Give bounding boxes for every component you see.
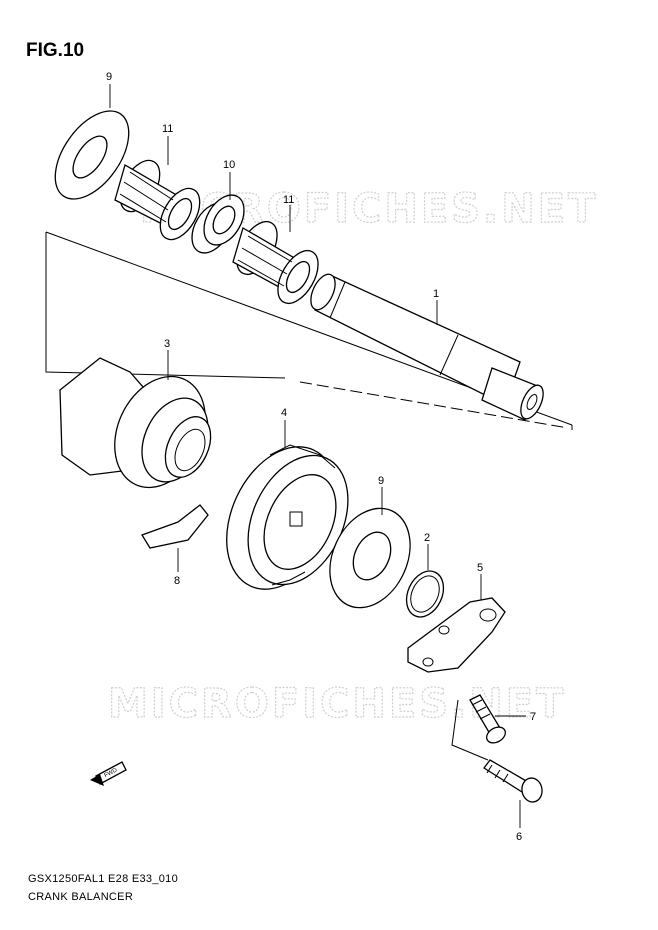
callout-11-lower: 11 — [283, 194, 294, 206]
part-10-collar — [191, 194, 245, 254]
callout-8: 8 — [174, 575, 180, 587]
part-7-bolt — [469, 694, 506, 744]
model-code: GSX1250FAL1 E28 E33_010 — [28, 873, 179, 885]
section-name: CRANK BALANCER — [28, 891, 134, 903]
part-4-balancer-driven-gear — [226, 444, 349, 590]
watermark-bottom: MICROFICHES.NET — [108, 681, 566, 727]
part-6-bolt — [483, 759, 543, 803]
figure-title: FIG.10 — [26, 40, 85, 61]
part-11-needle-bearing-lower — [232, 220, 319, 305]
callout-4: 4 — [281, 407, 287, 419]
leader-lines — [109, 84, 526, 828]
callout-9-upper: 9 — [106, 71, 112, 83]
callout-7: 7 — [530, 711, 536, 723]
part-9-thrust-washer-upper — [54, 110, 130, 200]
part-5-adjuster-lever — [407, 597, 506, 673]
callout-2: 2 — [424, 532, 430, 544]
part-1-balancer-shaft — [310, 273, 544, 421]
callout-3: 3 — [164, 338, 170, 350]
part-9-thrust-washer-lower — [329, 507, 411, 609]
part-8-damper-key — [141, 504, 209, 549]
part-11-needle-bearing-upper — [114, 159, 201, 241]
fwd-arrow-icon: FWD — [90, 761, 127, 786]
callout-11-upper: 11 — [162, 123, 173, 135]
callout-5: 5 — [477, 562, 483, 574]
callout-6: 6 — [516, 831, 522, 843]
part-2-circlip — [405, 570, 445, 618]
callout-10: 10 — [223, 159, 235, 171]
callout-1: 1 — [433, 288, 439, 300]
callout-9-lower: 9 — [378, 475, 384, 487]
part-3-balancer-drive-gear — [59, 357, 212, 489]
